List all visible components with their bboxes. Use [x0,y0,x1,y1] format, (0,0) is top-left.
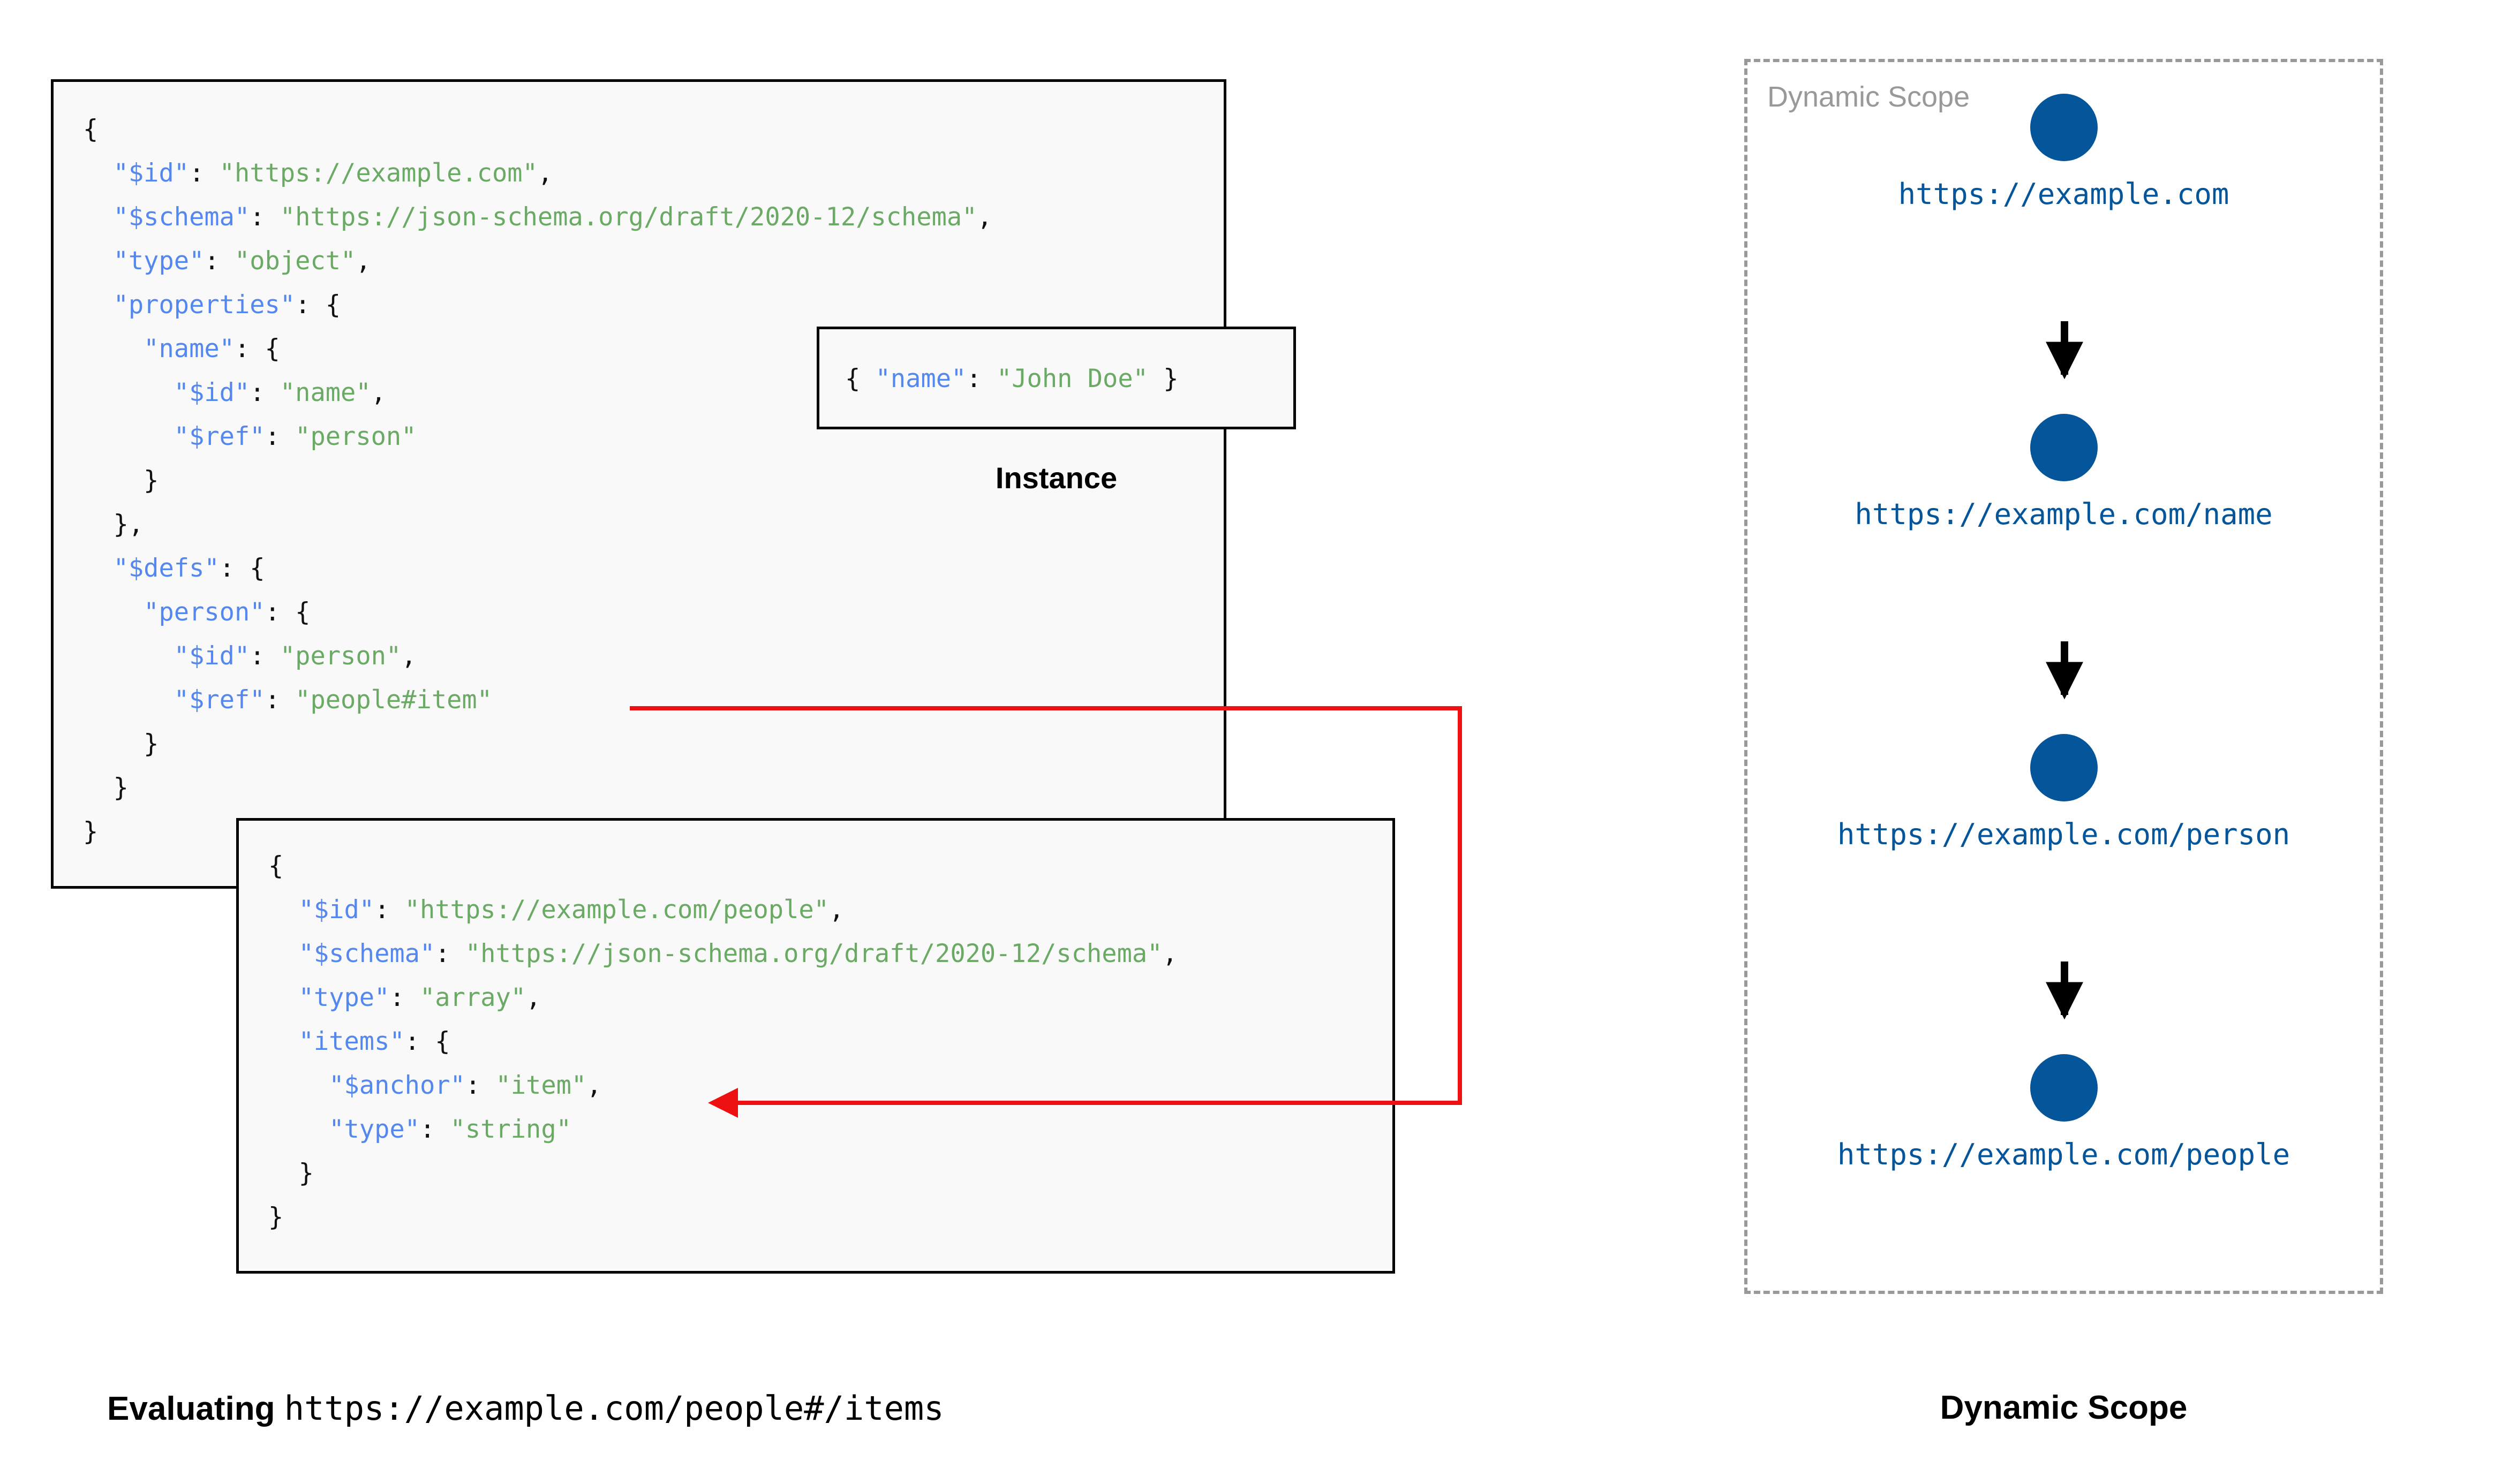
scope-node-2: https://example.com/person [1744,734,2383,851]
scope-node-circle [2030,94,2098,161]
instance-label: Instance [995,461,1118,495]
scope-node-label: https://example.com [1898,177,2229,211]
instance-box: { "name": "John Doe" } [817,327,1296,429]
scope-node-circle [2030,1054,2098,1122]
scope-node-1: https://example.com/name [1744,414,2383,531]
left-caption: Evaluating https://example.com/people#/i… [107,1389,944,1428]
root-schema-code: { "$id": "https://example.com", "$schema… [83,115,992,846]
scope-node-3: https://example.com/people [1744,1054,2383,1171]
people-schema-code: { "$id": "https://example.com/people", "… [268,851,1178,1232]
people-schema-box: { "$id": "https://example.com/people", "… [236,818,1395,1274]
scope-node-label: https://example.com/name [1855,497,2273,531]
right-caption: Dynamic Scope [1940,1389,2188,1426]
dynamic-scope-title: Dynamic Scope [1767,81,1970,113]
scope-node-circle [2030,734,2098,801]
scope-node-label: https://example.com/people [1837,1138,2290,1171]
dynamic-scope-panel [1744,59,2383,1294]
scope-node-0: https://example.com [1744,94,2383,211]
left-caption-bold: Evaluating [107,1390,284,1427]
scope-node-label: https://example.com/person [1837,817,2290,851]
instance-code: { "name": "John Doe" } [845,364,1179,393]
scope-node-circle [2030,414,2098,481]
left-caption-uri: https://example.com/people#/items [284,1389,944,1428]
